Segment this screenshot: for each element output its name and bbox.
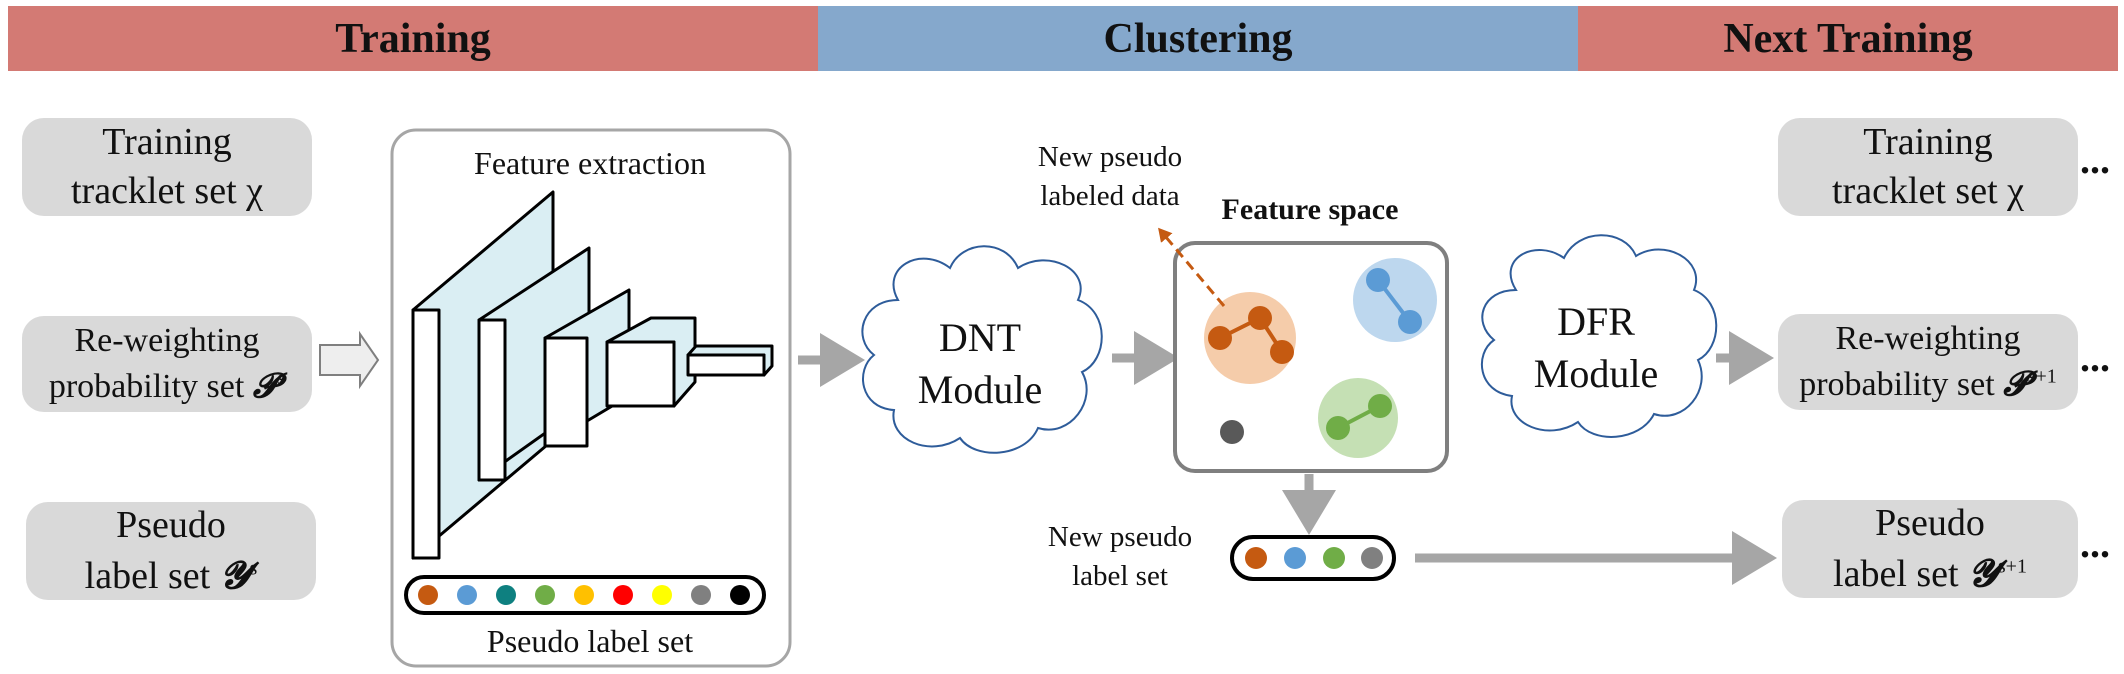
new-pseudo-label-set-bar: [1230, 535, 1396, 581]
header-training: Training: [8, 6, 818, 71]
input-arrow: [319, 330, 380, 390]
new-label-dot-orange: [1245, 547, 1267, 569]
label-dot-black: [730, 585, 750, 605]
dashed-new-label-arrow: [1158, 227, 1226, 307]
gray-outlier-point: [1220, 420, 1244, 444]
orange-point-1: [1208, 326, 1232, 350]
orange-point-3: [1270, 340, 1294, 364]
label-dot-blue: [457, 585, 477, 605]
label-dot-orange: [418, 585, 438, 605]
new-label-dot-gray: [1361, 547, 1383, 569]
blue-point-2: [1398, 310, 1422, 334]
orange-point-2: [1248, 306, 1272, 330]
green-point-2: [1368, 394, 1392, 418]
label-dot-yellow-orange: [574, 585, 594, 605]
new-label-dot-green: [1323, 547, 1345, 569]
feature-extraction-title: Feature extraction: [474, 145, 706, 181]
ellipsis-pseudo: ...: [2080, 521, 2110, 566]
ellipsis-tracklet: ...: [2080, 137, 2110, 182]
header-next-training: Next Training: [1578, 6, 2118, 71]
cnn-icon: [411, 190, 774, 560]
header-clustering: Clustering: [818, 6, 1578, 71]
pseudo-label-dots: [418, 585, 750, 605]
label-dot-gray: [691, 585, 711, 605]
label-dot-teal: [496, 585, 516, 605]
new-label-dot-blue: [1284, 547, 1306, 569]
ellipsis-reweight: ...: [2080, 335, 2110, 380]
label-dot-yellow: [652, 585, 672, 605]
dfr-cloud: [1480, 234, 1718, 438]
pseudo-label-set-caption: Pseudo label set: [486, 623, 694, 659]
green-point-1: [1326, 416, 1350, 440]
blue-point-1: [1366, 268, 1390, 292]
dnt-cloud: [861, 245, 1103, 454]
label-dot-green: [535, 585, 555, 605]
orange-cluster-halo: [1204, 292, 1296, 384]
feature-space-title: Feature space: [1221, 193, 1399, 226]
label-dot-red: [613, 585, 633, 605]
